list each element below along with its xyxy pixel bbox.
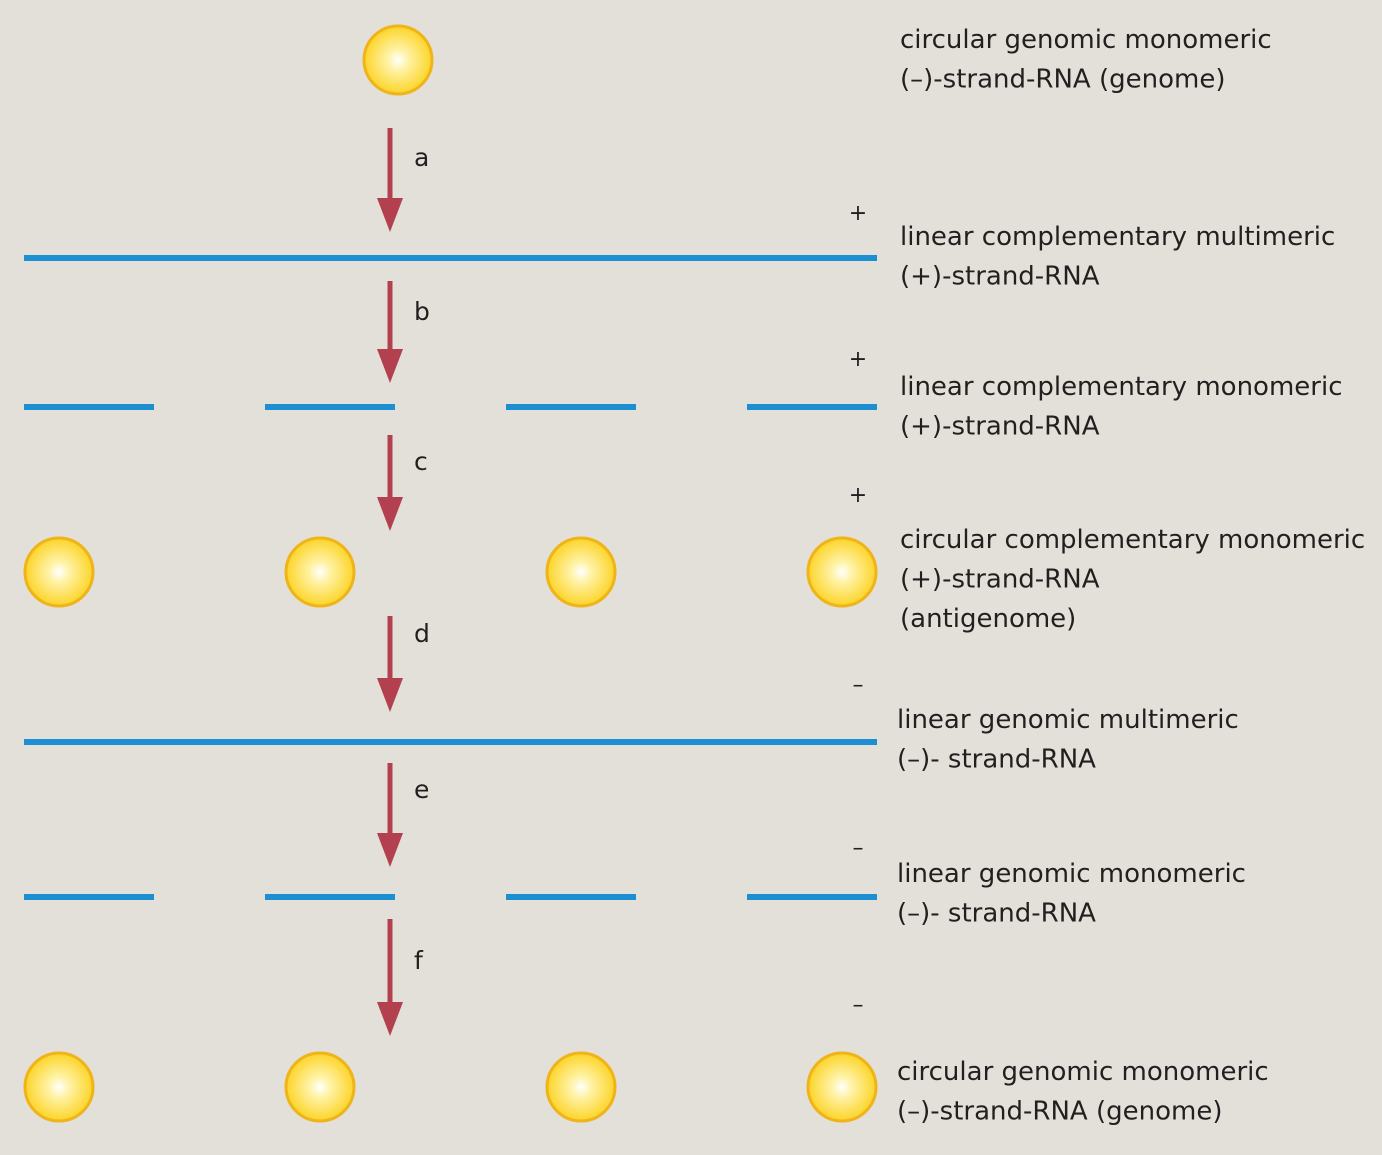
strand-sign: –: [853, 993, 864, 1018]
step-arrow-head: [377, 1002, 403, 1036]
stage-caption-line: linear complementary multimeric: [900, 222, 1335, 252]
stage-caption-line: (antigenome): [900, 604, 1076, 634]
step-label: d: [414, 619, 430, 648]
stage-caption-line: (–)- strand-RNA: [897, 899, 1096, 929]
rna-circle: [23, 536, 95, 608]
rna-circle: [545, 1051, 617, 1123]
step-arrow-head: [377, 497, 403, 531]
step-arrow-head: [377, 678, 403, 712]
stage-caption-line: (+)-strand-RNA: [900, 412, 1100, 442]
stage-caption-line: (–)-strand-RNA (genome): [897, 1097, 1222, 1127]
rna-circle: [545, 536, 617, 608]
strand-sign: –: [853, 673, 864, 698]
stage-caption-line: (–)-strand-RNA (genome): [900, 65, 1225, 95]
stage-caption-line: (+)-strand-RNA: [900, 262, 1100, 292]
rna-circle: [806, 1051, 878, 1123]
rna-circle: [23, 1051, 95, 1123]
stage-caption-line: (–)- strand-RNA: [897, 745, 1096, 775]
strand-sign: +: [849, 201, 867, 226]
step-label: b: [414, 297, 430, 326]
strand-sign: +: [849, 347, 867, 372]
strand-sign: –: [853, 836, 864, 861]
rna-circle: [284, 1051, 356, 1123]
stage-caption-line: linear genomic monomeric: [897, 859, 1246, 889]
step-arrow-head: [377, 833, 403, 867]
rna-circle: [362, 24, 434, 96]
step-label: a: [414, 143, 429, 172]
stage-caption-line: linear complementary monomeric: [900, 372, 1342, 402]
rna-circle: [284, 536, 356, 608]
step-arrow-head: [377, 349, 403, 383]
step-label: f: [414, 946, 424, 975]
stage-caption-line: circular genomic monomeric: [897, 1057, 1269, 1087]
stage-caption-line: linear genomic multimeric: [897, 705, 1239, 735]
stage-caption-line: circular genomic monomeric: [900, 25, 1272, 55]
stage-caption-line: circular complementary monomeric: [900, 525, 1365, 555]
step-label: e: [414, 775, 429, 804]
strand-sign: +: [849, 483, 867, 508]
rna-circle: [806, 536, 878, 608]
step-label: c: [414, 447, 428, 476]
stage-caption-line: (+)-strand-RNA: [900, 565, 1100, 595]
step-arrow-head: [377, 198, 403, 232]
